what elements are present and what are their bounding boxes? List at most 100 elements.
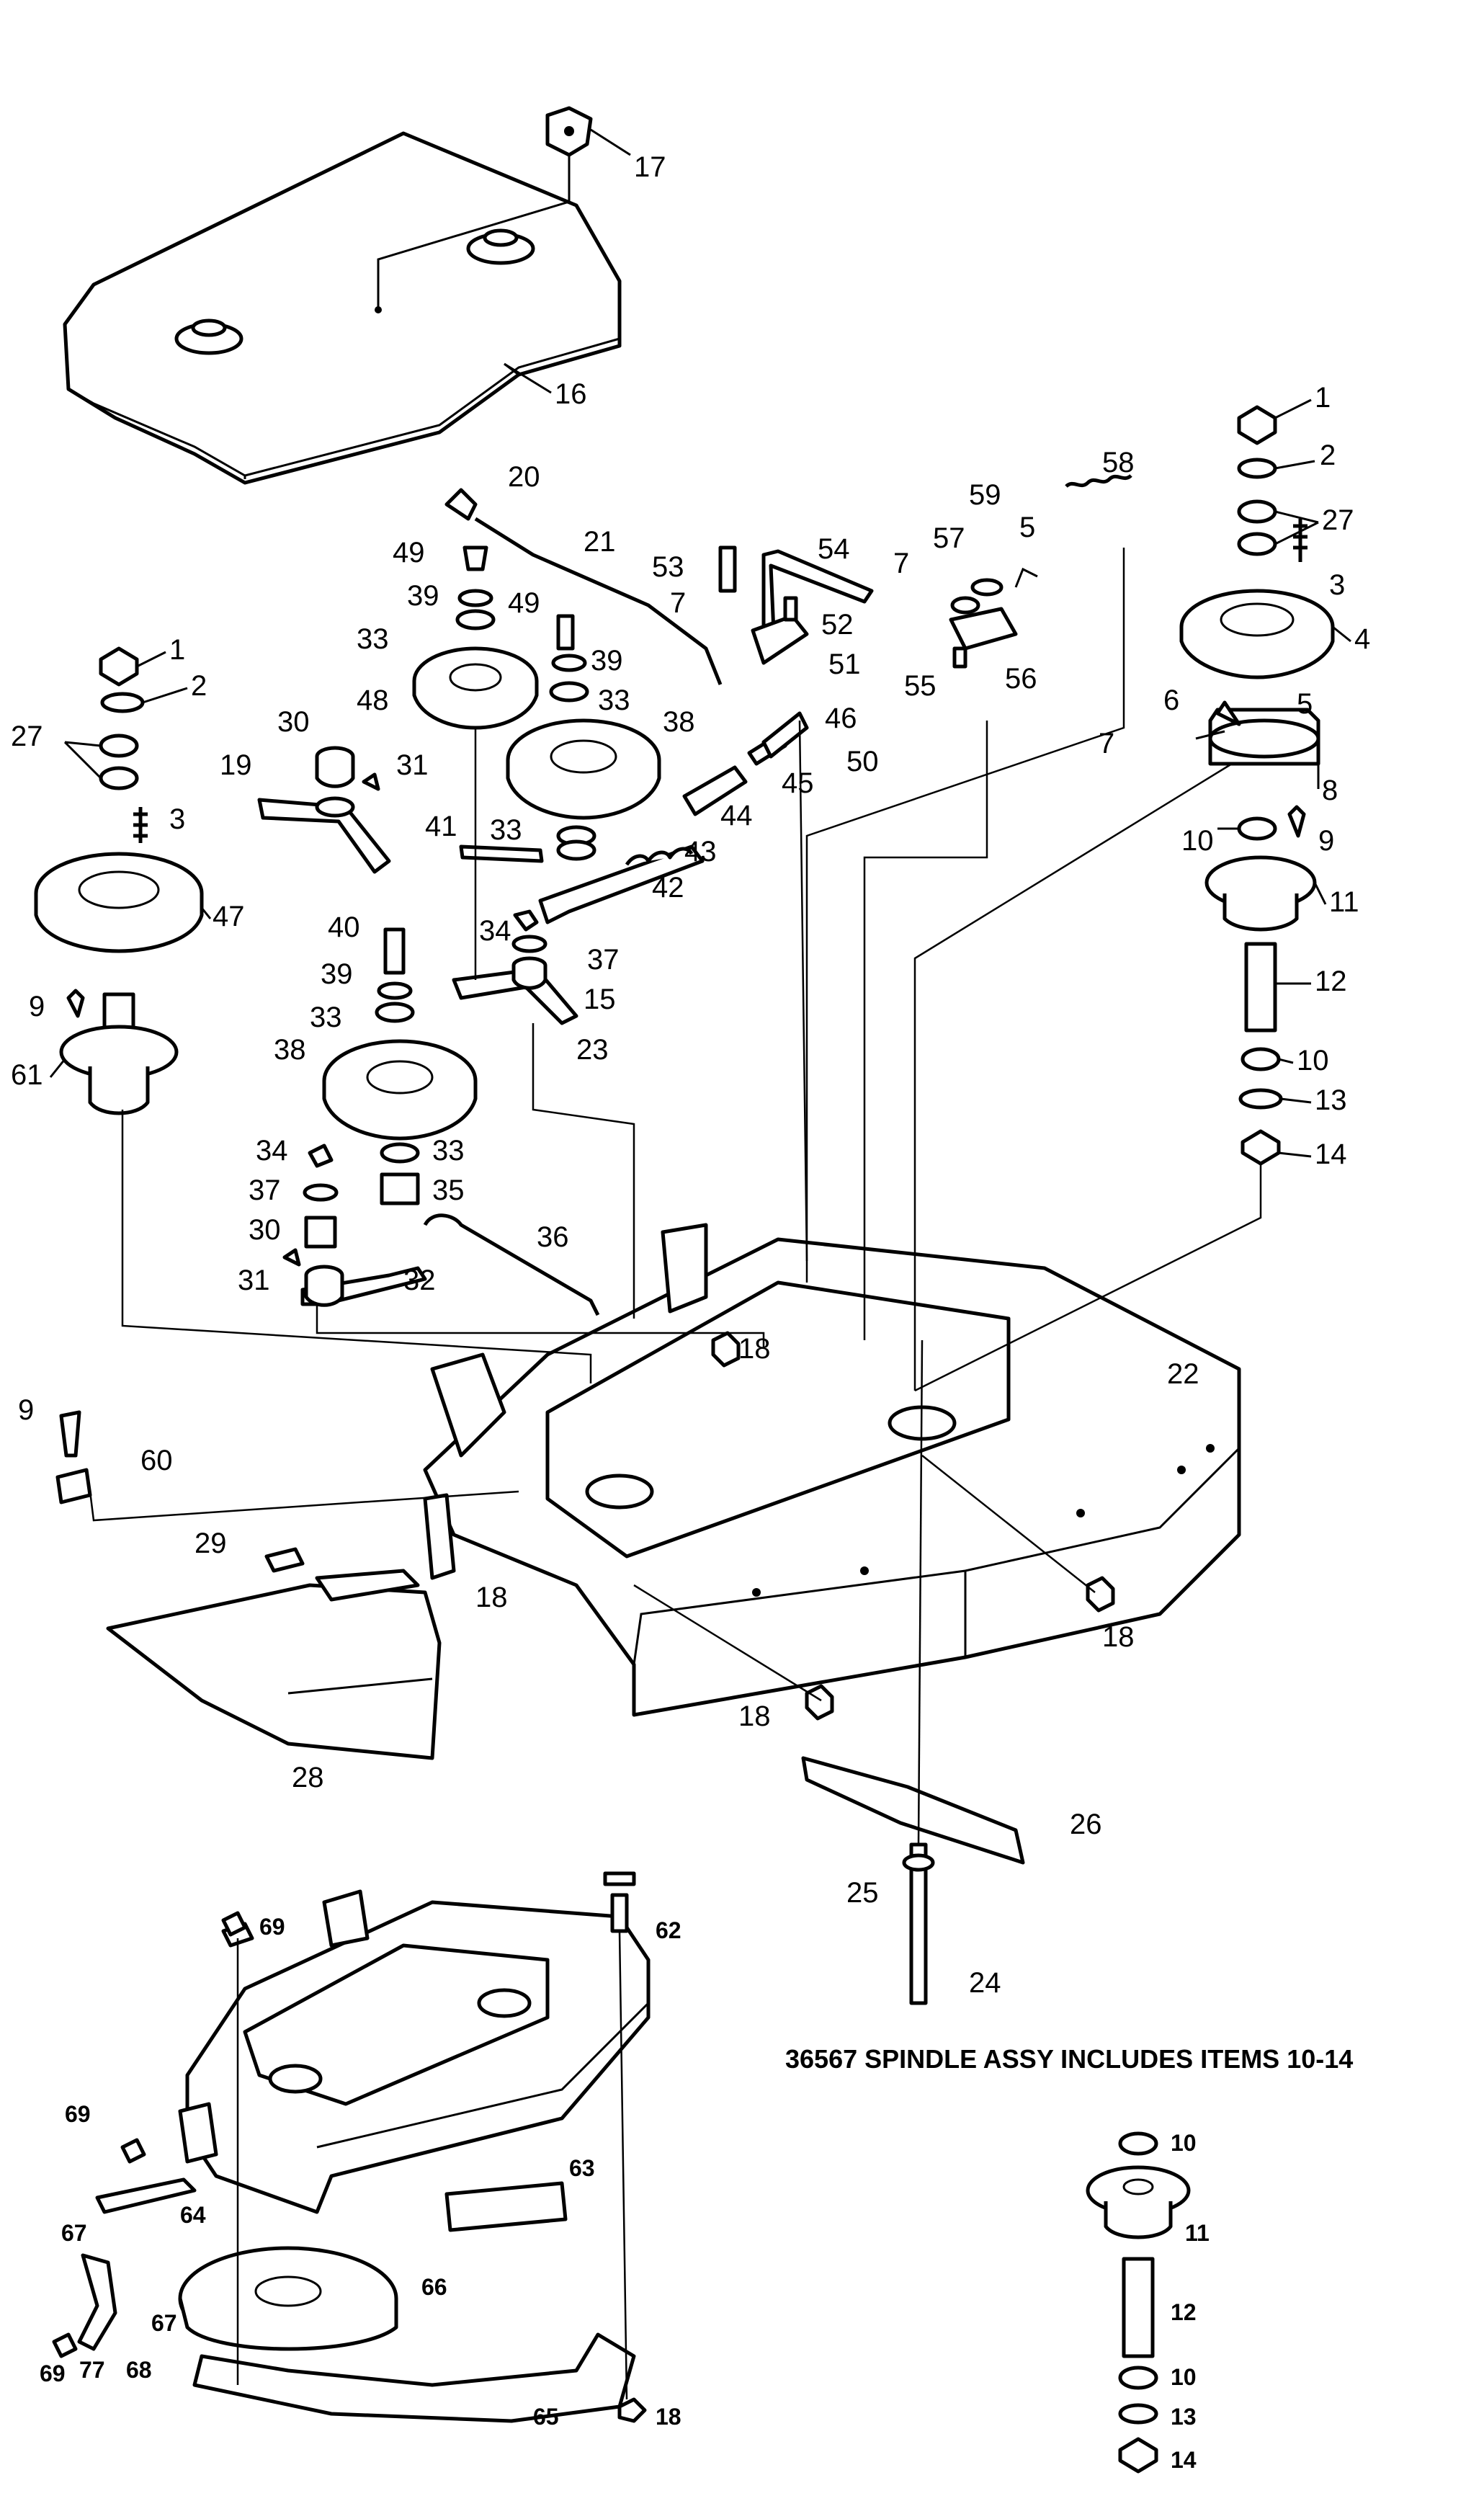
- callout-54: 54: [818, 533, 850, 565]
- callout-37-b: 37: [249, 1174, 281, 1206]
- bearing-part-27-b: [1237, 532, 1277, 556]
- callout-50: 50: [846, 746, 879, 777]
- nut-part-18-center: [805, 1684, 834, 1721]
- callout-56: 56: [1005, 663, 1037, 695]
- callout-27: 27: [1322, 504, 1354, 536]
- callout-14: 14: [1315, 1138, 1347, 1170]
- part-46: [761, 711, 809, 759]
- inset-callout-14: 14: [1171, 2447, 1197, 2473]
- callout-57: 57: [933, 522, 965, 554]
- callout-38-b: 38: [274, 1034, 306, 1066]
- callout-47: 47: [213, 901, 245, 932]
- assembly-lines: [89, 548, 1262, 1845]
- callout-18-d: 18: [738, 1700, 771, 1732]
- callout-33-c: 33: [490, 814, 522, 846]
- callout-60: 60: [140, 1445, 173, 1476]
- callout-33-d: 33: [310, 1002, 342, 1033]
- washer-part-59: [970, 578, 1004, 597]
- callout-24: 24: [969, 1967, 1001, 1999]
- callout-16: 16: [555, 378, 587, 410]
- callout-6: 6: [1163, 685, 1179, 716]
- callout-10-b: 10: [1297, 1045, 1329, 1076]
- inset-callout-10-b: 10: [1171, 2364, 1197, 2390]
- nut-part-69-bottom: [52, 2332, 78, 2358]
- bolt-part-9-left: [59, 1410, 81, 1458]
- bracket-part-29: [315, 1569, 420, 1602]
- callout-67: 67: [61, 2220, 87, 2246]
- callout-69-c: 69: [40, 2360, 66, 2386]
- callout-46: 46: [825, 703, 857, 734]
- bolt-part-53: [718, 545, 737, 593]
- key-part-3: [1293, 519, 1308, 562]
- leader-16: [504, 362, 552, 394]
- callout-69: 69: [259, 1914, 285, 1940]
- callout-68: 68: [126, 2357, 152, 2383]
- nut-part-18-right: [1086, 1576, 1115, 1613]
- nut-part-1: [1237, 405, 1277, 445]
- baffle-part-66: [178, 2246, 398, 2351]
- tube-part-44: [682, 765, 748, 816]
- nut-part-69-left: [120, 2138, 146, 2164]
- callout-4: 4: [1354, 623, 1370, 655]
- callout-48: 48: [357, 685, 389, 716]
- callout-39: 39: [407, 580, 439, 612]
- callout-26: 26: [1070, 1809, 1102, 1840]
- callout-32: 32: [403, 1265, 436, 1296]
- callout-64: 64: [180, 2202, 206, 2228]
- bearing-part-27-a: [1237, 499, 1277, 524]
- washer-part-2: [1237, 458, 1277, 479]
- shaft-part-12: [1244, 942, 1277, 1033]
- baffle-part-65: [192, 2332, 636, 2423]
- callout-19: 19: [220, 749, 252, 781]
- left-spindle-stack: [34, 646, 204, 1115]
- ring-part-13: [1238, 1088, 1283, 1110]
- callout-1: 1: [1315, 382, 1331, 414]
- spindle-assy-inset: [1086, 2131, 1191, 2474]
- mower-deck-part-22: [423, 1223, 1241, 1717]
- callout-18: 18: [738, 1333, 771, 1365]
- bar-part-41: [459, 844, 544, 863]
- bolt-part-20: [444, 488, 478, 521]
- callout-3: 3: [1329, 569, 1345, 601]
- callout-15: 15: [584, 984, 616, 1015]
- callout-33: 33: [357, 623, 389, 655]
- leader-17-label: [590, 128, 631, 156]
- callout-13: 13: [1315, 1084, 1347, 1116]
- baffle-part-63: [444, 2181, 568, 2232]
- callout-42: 42: [652, 872, 684, 904]
- alt-deck-assembly: [178, 1871, 651, 2214]
- callout-55: 55: [904, 670, 937, 702]
- callout-30-b: 30: [249, 1214, 281, 1246]
- callout-41: 41: [425, 811, 457, 842]
- callout-67-b: 67: [151, 2310, 177, 2336]
- arm-part-23: [452, 909, 578, 1025]
- bolt-part-9: [1287, 805, 1306, 838]
- arm-part-32: [282, 1248, 427, 1307]
- callout-38: 38: [663, 706, 695, 738]
- chute-part-28: [106, 1583, 442, 1760]
- callout-18-c: 18: [1102, 1621, 1135, 1653]
- bolt-part-24: [909, 1842, 928, 2005]
- callout-8: 8: [1322, 775, 1338, 806]
- callout-22: 22: [1167, 1358, 1199, 1390]
- callout-10: 10: [1181, 825, 1214, 857]
- alt-leader-62: [618, 1930, 628, 2400]
- bolt-part-29: [264, 1547, 305, 1573]
- callout-1-b: 1: [169, 634, 185, 666]
- spring-assembly: [538, 711, 809, 924]
- callout-2: 2: [1320, 440, 1336, 471]
- pin-part-6: [1215, 700, 1241, 726]
- linkage-assembly: [718, 473, 1132, 669]
- callout-3-b: 3: [169, 803, 185, 835]
- callout-30: 30: [277, 706, 310, 738]
- callout-33-e: 33: [432, 1135, 465, 1167]
- inset-callout-13: 13: [1171, 2404, 1197, 2430]
- washer-part-25: [902, 1853, 935, 1872]
- bracket-part-51: [751, 614, 809, 665]
- callout-61: 61: [11, 1059, 43, 1091]
- callout-51: 51: [828, 648, 861, 680]
- nut-part-18-alt: [617, 2397, 647, 2423]
- callout-7: 7: [1099, 728, 1114, 759]
- callout-35: 35: [432, 1174, 465, 1206]
